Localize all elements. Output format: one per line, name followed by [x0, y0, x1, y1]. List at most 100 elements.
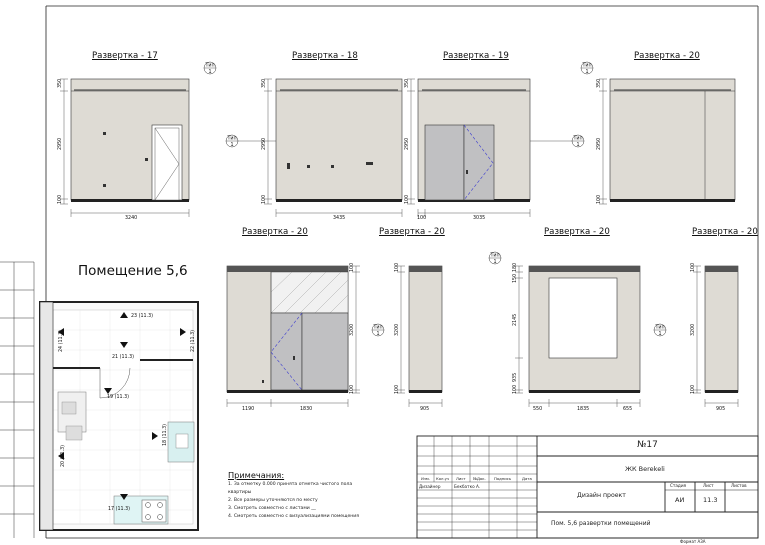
- dim-e20a-top: 350: [596, 79, 602, 88]
- title-block-stage: АИ: [675, 496, 685, 504]
- note-4: 4. Смотреть совместно с визуализациями п…: [228, 514, 360, 519]
- tag-e20b: Тип 1: [371, 323, 385, 337]
- plan-tag-20: 20 (11.3): [60, 445, 66, 467]
- dim-e20b-top: 100: [349, 263, 355, 272]
- title-block-subject: Дизайн проект: [577, 492, 626, 499]
- elevation-title-20e: Развертка - 20: [692, 227, 758, 237]
- elevation-17: 350 2950 100 3240 Тип 1: [57, 61, 217, 221]
- svg-text:Тип: Тип: [373, 325, 383, 331]
- title-block-col-doc: №Док.: [473, 476, 486, 481]
- dim-e20e-width: 905: [716, 406, 725, 412]
- dim-e18-top: 350: [261, 79, 267, 88]
- title-block-format: Формат А3А: [680, 539, 706, 544]
- dim-e18-main: 2950: [261, 138, 267, 150]
- svg-text:1: 1: [659, 331, 662, 337]
- tag-e20e: Тип 1: [653, 323, 667, 337]
- title-block-stage-label: Стадия: [670, 483, 687, 488]
- floor-plan: 23 (11.3) 24 (11.3) 21 (11.3) 22 (11.3) …: [39, 301, 199, 531]
- elevation-18: 350 2950 100 3435 Тип 1: [225, 78, 403, 221]
- notes-title: Примечания:: [228, 470, 285, 480]
- elevation-20b: 100 3200 100 1190 1830 Тип 1: [226, 263, 385, 412]
- svg-text:Тип: Тип: [227, 136, 237, 142]
- tag-e20a-2: Тип 1: [530, 134, 585, 148]
- title-block: [416, 435, 759, 539]
- plan-tag-21: 21 (11.3): [112, 354, 134, 360]
- dim-e19-bot: 100: [404, 195, 410, 204]
- svg-text:1: 1: [586, 69, 589, 75]
- svg-text:1: 1: [494, 259, 497, 265]
- title-block-sheet-label: Лист: [703, 483, 714, 488]
- dim-e20d-top: 180: [512, 263, 518, 272]
- dim-e17-bot: 100: [57, 195, 63, 204]
- tag-e17: Тип 1: [203, 61, 217, 75]
- elevation-title-18: Развертка - 18: [292, 51, 358, 61]
- tag-e18: Тип 1: [225, 134, 276, 148]
- dim-e20a-main: 2950: [596, 138, 602, 150]
- elevation-title-20a: Развертка - 20: [634, 51, 700, 61]
- title-block-designer-name: Бекбатко А.: [454, 484, 481, 489]
- plan-tag-19: 19 (11.3): [107, 394, 129, 400]
- elevation-title-20b: Развертка - 20: [242, 227, 308, 237]
- dim-e20b-main: 3200: [349, 324, 355, 336]
- note-1: 1. За отметку 0.000 принята отметка чист…: [228, 482, 353, 487]
- title-block-sheet-title: Пом. 5,6 развертки помещений: [551, 520, 651, 527]
- svg-text:1: 1: [577, 142, 580, 148]
- elevation-title-19: Развертка - 19: [443, 51, 509, 61]
- dim-e17-main: 2950: [57, 138, 63, 150]
- dim-e20c-bot: 100: [394, 385, 400, 394]
- dim-e20e-top: 100: [690, 263, 696, 272]
- elevation-title-20c: Развертка - 20: [379, 227, 445, 237]
- dim-e18-bot: 100: [261, 195, 267, 204]
- tag-e20a-1: Тип 1: [580, 61, 594, 75]
- dim-e19-main: 2950: [404, 138, 410, 150]
- dim-e17-width: 3240: [125, 215, 137, 221]
- title-block-sheets-label: Листов: [731, 483, 747, 488]
- elevation-20c: 100 3200 100 905: [394, 263, 443, 412]
- dim-e20c-main: 3200: [394, 324, 400, 336]
- svg-text:Тип: Тип: [573, 136, 583, 142]
- title-block-number: №17: [637, 440, 658, 450]
- dim-e20d-w2: 1835: [577, 406, 589, 412]
- dim-e17-top: 350: [57, 79, 63, 88]
- dim-e20b-w1: 1190: [242, 406, 254, 412]
- elevation-20d: 180 150 2145 935 100 550 1835 655 Тип 1: [488, 251, 641, 412]
- svg-text:Тип: Тип: [582, 63, 592, 69]
- title-block-col-date: Дата: [522, 476, 532, 481]
- room-title: Помещение 5,6: [78, 263, 188, 279]
- dim-e20d-w1: 550: [533, 406, 542, 412]
- left-adjacent-grid: [0, 261, 35, 538]
- svg-text:1: 1: [377, 331, 380, 337]
- plan-tag-22: 22 (11.3): [190, 330, 196, 352]
- dim-e20a-bot: 100: [596, 195, 602, 204]
- dim-e18-width: 3435: [333, 215, 345, 221]
- title-block-designer-role: Дизайнер: [419, 484, 441, 489]
- dim-e19-small: 100: [417, 215, 426, 221]
- dim-e20e-main: 3200: [690, 324, 696, 336]
- svg-text:1: 1: [209, 69, 212, 75]
- note-2: 2. Все размеры уточняются по месту: [228, 498, 318, 503]
- title-block-col-koluch: Кол.уч: [436, 476, 450, 481]
- dim-e20d-w3: 655: [623, 406, 632, 412]
- elevation-20e: 100 3200 100 905 Тип 1: [653, 263, 739, 412]
- svg-text:1: 1: [231, 142, 234, 148]
- dim-e20d-main: 2145: [512, 314, 518, 326]
- title-block-sheet: 11.3: [703, 496, 718, 504]
- title-block-col-izm: Изм.: [421, 476, 430, 481]
- plan-tag-23: 23 (11.3): [131, 313, 153, 319]
- svg-text:Тип: Тип: [655, 325, 665, 331]
- svg-text:Тип: Тип: [205, 63, 215, 69]
- title-block-col-list: Лист: [456, 476, 466, 481]
- title-block-col-sign: Подпись: [494, 476, 512, 481]
- note-3: 3. Смотреть совместно с листами __: [228, 506, 316, 511]
- dim-e20d-bot: 100: [512, 385, 518, 394]
- dim-e19-top: 350: [404, 79, 410, 88]
- dim-e20c-width: 905: [420, 406, 429, 412]
- dim-e20e-bot: 100: [690, 385, 696, 394]
- door-frame: [151, 124, 183, 201]
- plan-tag-17: 17 (11.3): [108, 506, 130, 512]
- dim-e20d-low: 935: [512, 373, 518, 382]
- elevation-title-17: Развертка - 17: [92, 51, 158, 61]
- tag-e20d: Тип 1: [488, 251, 502, 265]
- dim-e20b-w2: 1830: [300, 406, 312, 412]
